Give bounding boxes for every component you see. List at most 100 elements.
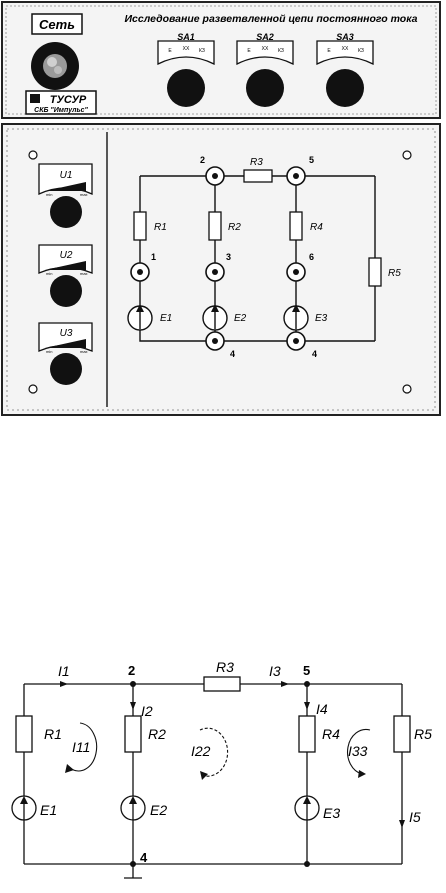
panel-resistor-r1 [133, 211, 147, 241]
loop-arrow-icon [199, 727, 229, 777]
panel-labels: R1 R2 R3 R4 R5 E1 E2 E3 [154, 157, 401, 324]
switch-knob[interactable] [246, 69, 284, 107]
schematic-labels: I1 I2 I3 I4 I5 I11 I22 I33 R1 R2 R3 R4 R… [40, 659, 432, 825]
node-label-4b: 4 [312, 349, 317, 359]
current-arrow-icon [281, 681, 289, 687]
brand-box [25, 90, 97, 115]
loop-arrowhead-icon [65, 764, 74, 773]
voltage-source-u3[interactable]: U3 min max [38, 322, 93, 385]
arrow-up-icon [303, 796, 311, 804]
screw-icon [402, 150, 412, 160]
label-r3: R3 [216, 659, 234, 675]
switch-label: SA2 [256, 32, 274, 42]
label-r2: R2 [228, 222, 241, 233]
panel-jacks[interactable] [130, 166, 306, 351]
resistor-r2 [124, 715, 142, 753]
current-arrow-icon [60, 681, 68, 687]
arrow-up-icon [292, 304, 300, 312]
brand-name: ТУСУР [50, 94, 87, 106]
label-i33: I33 [348, 743, 368, 759]
voltage-knob[interactable] [50, 275, 82, 307]
node-label-5: 5 [309, 155, 314, 165]
source-label: U3 [60, 328, 73, 339]
panel-node-labels: 1 2 3 4 4 5 6 [151, 155, 317, 359]
loop-arrowhead-icon [358, 770, 366, 778]
schematic-node-labels: 2 5 4 [128, 663, 310, 865]
node-label-1: 1 [151, 252, 156, 262]
label-r2: R2 [148, 726, 166, 742]
min-label: min [46, 271, 52, 276]
node-dot [304, 681, 310, 687]
switch-knob[interactable] [167, 69, 205, 107]
label-i5: I5 [409, 809, 421, 825]
switch-knob[interactable] [326, 69, 364, 107]
switch-pos-kz: КЗ [199, 48, 205, 54]
node-label-5: 5 [303, 663, 310, 678]
switch-sa3[interactable]: SA3 E XX КЗ [316, 32, 374, 107]
screw-icon [28, 150, 38, 160]
screw-icon [28, 384, 38, 394]
screw-icon [402, 384, 412, 394]
power-label-box [31, 13, 83, 35]
schematic: I1 I2 I3 I4 I5 I11 I22 I33 R1 R2 R3 R4 R… [11, 659, 432, 879]
label-i1: I1 [58, 663, 70, 679]
node-label-2: 2 [200, 155, 205, 165]
label-r4: R4 [310, 222, 323, 233]
switch-label: SA3 [336, 32, 354, 42]
label-i2: I2 [141, 703, 153, 719]
source-e3 [294, 795, 320, 821]
switch-sa1[interactable]: SA1 E XX КЗ [157, 32, 215, 107]
switch-sa2[interactable]: SA2 E XX КЗ [236, 32, 294, 107]
loop-arrows [69, 722, 371, 777]
panel-resistor-r3 [243, 169, 273, 183]
panel-resistor-r4 [289, 211, 303, 241]
voltage-source-u2[interactable]: U2 min max [38, 244, 93, 307]
voltage-knob[interactable] [50, 353, 82, 385]
label-e3: E3 [315, 313, 328, 324]
panel-resistor-r2 [208, 211, 222, 241]
arrow-up-icon [129, 796, 137, 804]
current-arrow-icon [399, 820, 405, 828]
label-r4: R4 [322, 726, 340, 742]
node-label-3: 3 [226, 252, 231, 262]
max-label: max [80, 192, 88, 197]
panel-source-e2 [202, 304, 228, 331]
brand-subtitle: СКБ "Импульс" [34, 107, 88, 114]
node-label-4a: 4 [230, 349, 235, 359]
source-e1 [11, 795, 37, 821]
node-label-6: 6 [309, 252, 314, 262]
label-r1: R1 [154, 222, 167, 233]
source-label: U1 [60, 170, 73, 181]
switch-pos-e: E [327, 48, 331, 54]
loop-arrow-icon [347, 728, 371, 775]
panel-source-e3 [283, 304, 309, 331]
switch-label: SA1 [177, 32, 195, 42]
arrow-up-icon [136, 304, 144, 312]
label-i11: I11 [72, 739, 90, 755]
source-e2 [120, 795, 146, 821]
label-e1: E1 [40, 802, 57, 818]
panel-source-e1 [127, 304, 153, 331]
label-i22: I22 [191, 743, 211, 759]
schematic-wires [23, 683, 403, 879]
switch-pos-kz: КЗ [358, 48, 364, 54]
loop-arrowhead-icon [200, 771, 208, 780]
power-label: Сеть [39, 17, 75, 32]
brand-logo-icon [30, 94, 40, 103]
min-label: min [46, 349, 52, 354]
label-e1: E1 [160, 313, 172, 324]
label-r3: R3 [250, 157, 263, 168]
switch-pos-kz: КЗ [278, 48, 284, 54]
level-wedge-icon [45, 261, 86, 270]
arrow-up-icon [20, 796, 28, 804]
resistor-r5 [393, 715, 411, 753]
level-wedge-icon [45, 339, 86, 348]
loop-arrow-icon [69, 722, 98, 772]
panel-resistor-r5 [368, 257, 382, 287]
node-dot [130, 861, 136, 867]
voltage-source-u1[interactable]: U1 min max [38, 163, 93, 228]
switch-pos-e: E [247, 48, 251, 54]
node-label-4: 4 [140, 850, 148, 865]
voltage-knob[interactable] [50, 196, 82, 228]
